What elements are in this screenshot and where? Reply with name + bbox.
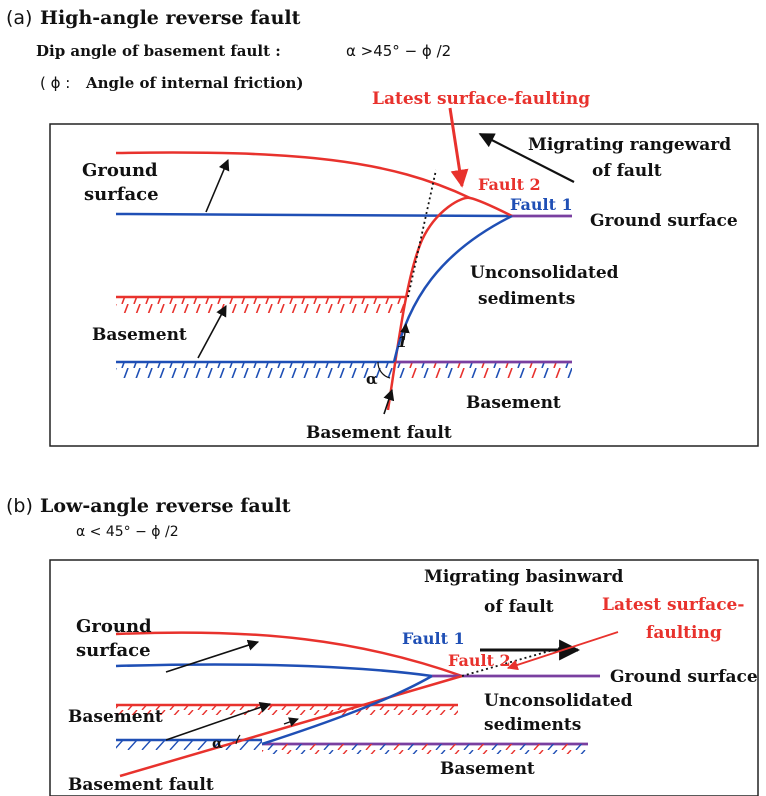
fault-1-label-b: Fault 1	[402, 629, 465, 648]
ground-surface-left-b-line1: Ground	[76, 616, 152, 637]
basement-left-label: Basement	[92, 325, 187, 345]
phi-note: Angle of internal friction)	[85, 74, 304, 92]
basement-fault-label: Basement fault	[306, 423, 452, 443]
basement-right-label: Basement	[466, 393, 561, 413]
basement-uplift-arrow	[197, 305, 227, 359]
basement-fault-trace-b	[119, 674, 463, 778]
footwall-basement-hatch	[394, 362, 572, 378]
panel-b-prefix: (b)	[6, 495, 33, 517]
original-ground-surface	[115, 212, 513, 218]
fault-1-trace	[392, 214, 513, 363]
slip-mark: 1	[397, 333, 407, 351]
uplifted-ground-surface-b	[115, 631, 463, 678]
original-basement-hatch-b	[116, 740, 262, 750]
basement-left-label-b: Basement	[68, 707, 163, 727]
slip-direction-arrow	[400, 323, 410, 341]
panel-a-prefix: (a)	[6, 7, 32, 29]
ground-surface-left-b-line2: surface	[76, 640, 151, 661]
fault-1-label: Fault 1	[510, 195, 573, 214]
migrating-basinward-line1: Migrating basinward	[424, 567, 624, 587]
unconsolidated-b-line1: Unconsolidated	[484, 691, 633, 711]
latest-faulting-arrow	[448, 107, 469, 188]
uplifted-ground-surface	[115, 151, 471, 200]
unconsolidated-line1: Unconsolidated	[470, 263, 619, 283]
latest-surface-faulting-b-line1: Latest surface-	[602, 595, 744, 615]
alpha-angle-arc	[377, 361, 391, 379]
alpha-label-a: α	[366, 370, 378, 388]
alpha-label-b: α	[212, 736, 223, 752]
fault-1-trace-b	[261, 674, 433, 746]
slip-direction-arrow-b	[283, 717, 299, 727]
panel-a-condition-label: Dip angle of basement fault :	[36, 42, 281, 60]
ground-uplift-arrow-b	[165, 639, 260, 673]
fault-2-label-b: Fault 2	[448, 651, 511, 670]
panel-b-frame	[49, 559, 759, 796]
unconsolidated-line2: sediments	[478, 289, 575, 309]
migrating-rangeward-line2: of fault	[592, 161, 662, 181]
basement-fault-label-b: Basement fault	[68, 775, 214, 795]
fault-2-label: Fault 2	[478, 175, 541, 194]
panel-b-condition-formula: α < 45° − ϕ /2	[76, 524, 179, 540]
phi-note-symbol: ( ϕ :	[40, 74, 70, 92]
latest-surface-faulting-label: Latest surface-faulting	[372, 89, 590, 109]
panel-a-title: High-angle reverse fault	[40, 7, 301, 29]
basement-right-label-b: Basement	[440, 759, 535, 779]
panel-b-title: Low-angle reverse fault	[40, 495, 291, 517]
migrating-rangeward-line1: Migrating rangeward	[528, 135, 731, 155]
latest-faulting-arrow-b	[506, 631, 619, 671]
panel-b: (b) Low-angle reverse fault α < 45° − ϕ …	[6, 495, 759, 796]
uplifted-basement-hatch	[116, 297, 406, 313]
latest-surface-faulting-b-line2: faulting	[646, 623, 722, 643]
ground-surface-right-label: Ground surface	[590, 211, 738, 231]
ground-uplift-arrow	[205, 158, 230, 213]
migrating-basinward-line2: of fault	[484, 597, 554, 617]
original-basement-hatch	[116, 362, 394, 378]
ground-surface-right-label-b: Ground surface	[610, 667, 758, 687]
migrating-rangeward-arrow	[478, 133, 575, 183]
footwall-basement-hatch-b	[262, 744, 588, 754]
basement-fault-arrow	[383, 388, 395, 415]
panel-a: (a) High-angle reverse fault Dip angle o…	[6, 7, 759, 447]
projected-fault-dotted	[407, 169, 437, 298]
original-ground-surface-b	[115, 663, 433, 678]
basement-uplift-arrow-b	[165, 702, 272, 741]
unconsolidated-b-line2: sediments	[484, 715, 581, 735]
panel-a-condition-formula: α >45° − ϕ /2	[346, 42, 451, 60]
alpha-angle-arc-b	[235, 734, 241, 745]
panel-a-frame	[49, 123, 759, 447]
ground-surface-left-line1: Ground	[82, 160, 158, 181]
ground-surface-left-line2: surface	[84, 184, 159, 205]
uplifted-basement-hatch-b	[116, 705, 458, 715]
